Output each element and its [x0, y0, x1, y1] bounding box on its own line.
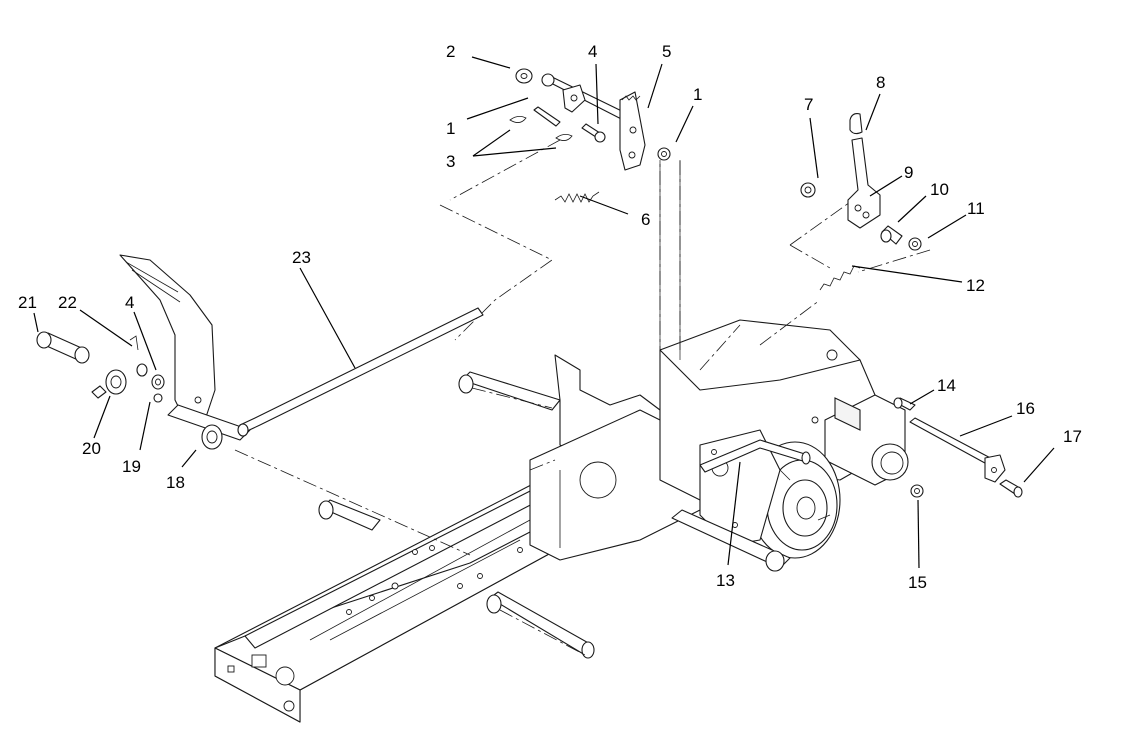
callout-5: 5 [662, 42, 671, 61]
callout-7: 7 [804, 95, 813, 114]
callout-20: 20 [82, 439, 101, 458]
rear-linkage [699, 397, 1023, 498]
part-12-spring [819, 265, 861, 291]
callout-18: 18 [166, 473, 185, 492]
part-23-brake-rod [239, 307, 484, 433]
callout-4: 4 [588, 42, 597, 61]
frame-assembly [214, 319, 909, 723]
callout-19: 19 [122, 457, 141, 476]
brake-pedal-assembly [36, 254, 484, 450]
axle-tubes [318, 371, 595, 659]
frame-rear-top [659, 319, 861, 391]
part-3-cotter-pin [509, 116, 527, 123]
callout-2: 2 [446, 42, 455, 61]
callout-16: 16 [1016, 399, 1035, 418]
frame-front-plate [214, 647, 301, 723]
frame-rail-front-top [214, 531, 561, 691]
front-axle-stub [489, 591, 593, 656]
upper-lever-assembly [509, 68, 681, 360]
callout-4: 4 [125, 293, 134, 312]
callout-22: 22 [58, 293, 77, 312]
part-22-pin [129, 335, 139, 351]
frame-hole [275, 666, 295, 686]
callout-11: 11 [967, 199, 985, 218]
callout-8: 8 [876, 73, 885, 92]
callout-3: 3 [446, 152, 455, 171]
callout-labels: 2 4 5 1 1 3 6 7 8 9 10 11 12 23 21 22 4 … [18, 42, 1082, 592]
callout-9: 9 [904, 163, 913, 182]
callout-14: 14 [937, 376, 956, 395]
callout-10: 10 [930, 180, 949, 199]
callout-21: 21 [18, 293, 37, 312]
callout-13: 13 [716, 571, 735, 590]
right-lever-assembly [800, 113, 922, 291]
callout-12: 12 [966, 276, 985, 295]
callout-17: 17 [1063, 427, 1082, 446]
callout-23: 23 [292, 248, 311, 267]
part-4-bushing [594, 131, 606, 143]
callout-1: 1 [693, 85, 702, 104]
callout-15: 15 [908, 573, 927, 592]
callout-1: 1 [446, 119, 455, 138]
leader-lines [33, 56, 1055, 569]
part-19-setscrew [153, 393, 163, 403]
callout-6: 6 [641, 210, 650, 229]
part-8-knob [849, 113, 863, 135]
frame-hole [227, 665, 235, 673]
